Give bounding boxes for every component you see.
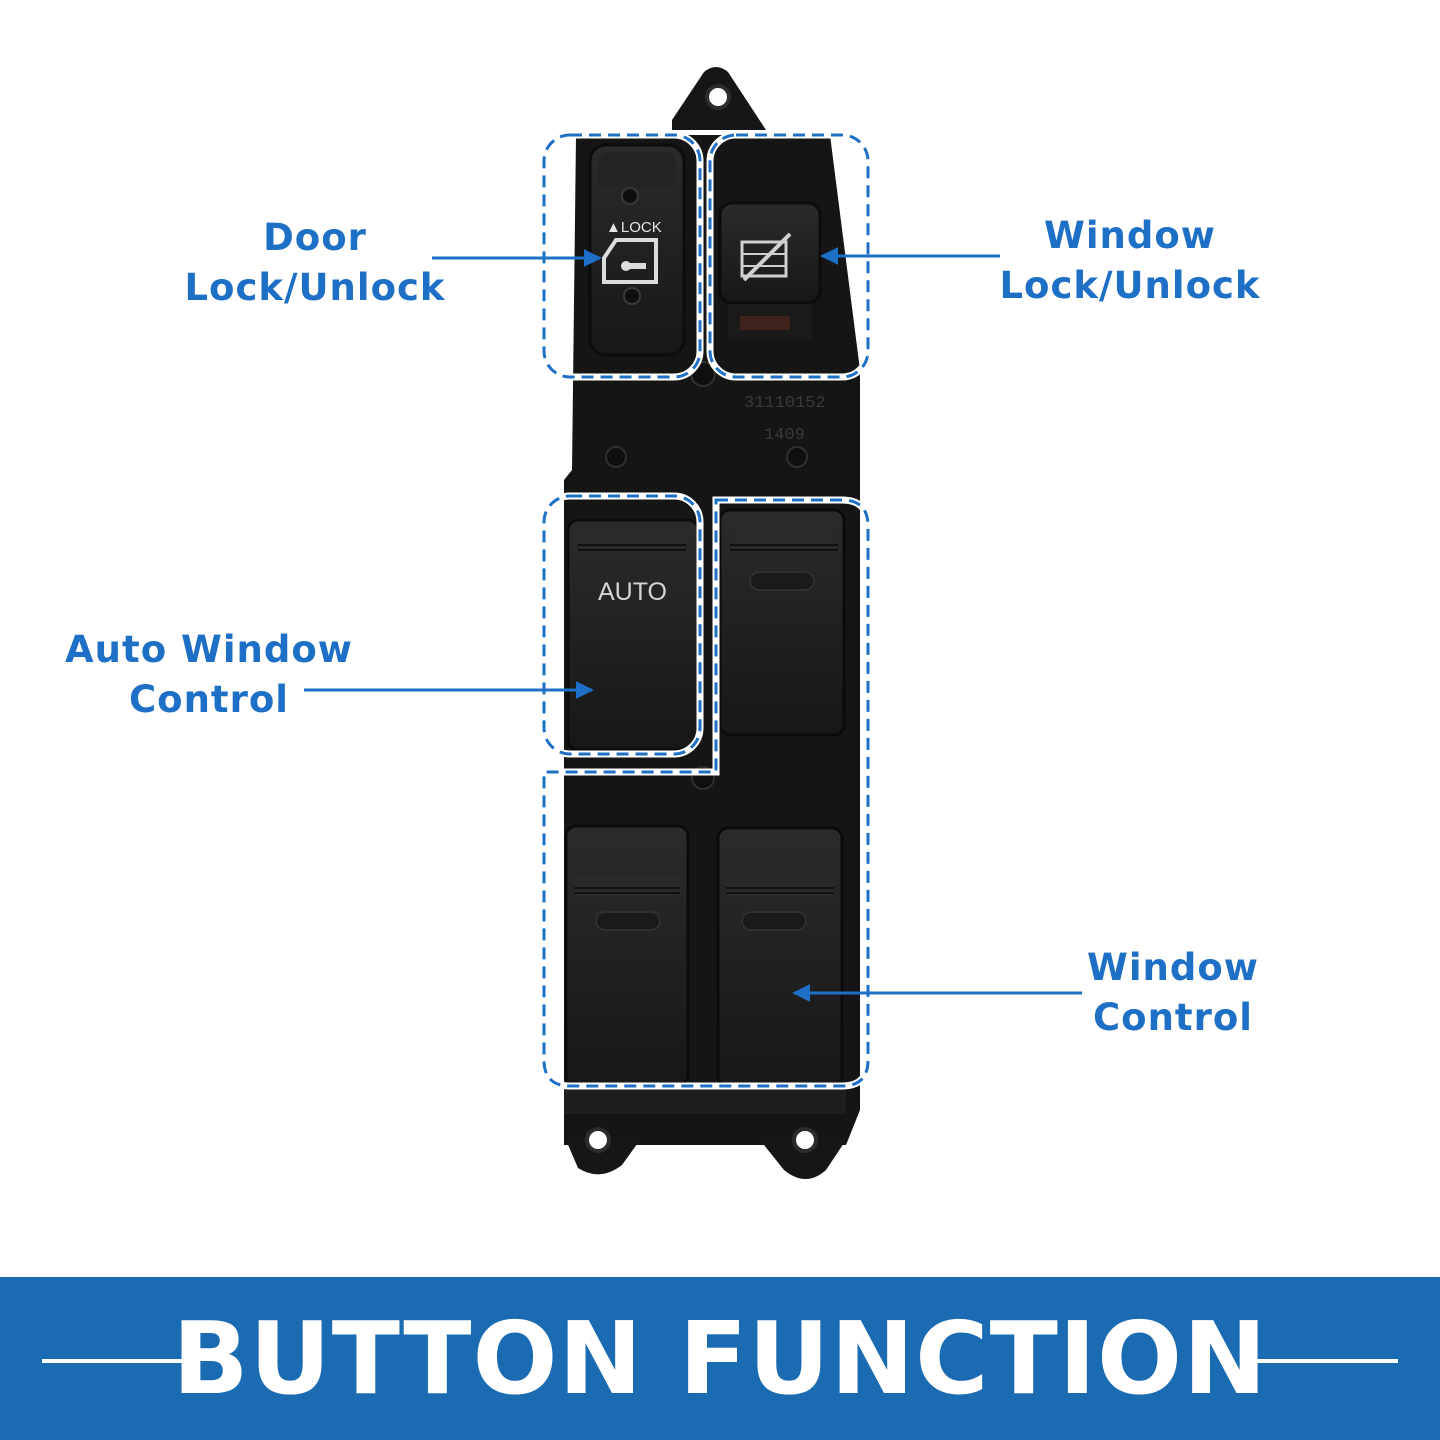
mounting-tab-bottom-left <box>566 1140 640 1175</box>
auto-window-switch <box>566 518 700 752</box>
mounting-hole-bottom-left <box>585 1127 611 1153</box>
auto-window-highlight <box>542 494 702 756</box>
auto-window-callout: Auto Window Control <box>54 625 364 725</box>
auto-window-callout-line2: Control <box>129 678 289 721</box>
door-lock-callout-line1: Door <box>263 216 367 259</box>
mounting-hole-bottom-right <box>792 1127 818 1153</box>
door-lock-icon <box>602 238 658 284</box>
passenger-window-switch <box>718 508 846 737</box>
title-banner: BUTTON FUNCTION <box>0 1277 1440 1440</box>
banner-title: BUTTON FUNCTION <box>172 1300 1268 1417</box>
window-lock-callout: Window Lock/Unlock <box>990 211 1270 311</box>
window-control-callout-line1: Window <box>1087 946 1259 989</box>
banner-line-right <box>1252 1359 1398 1363</box>
mounting-hole-top <box>705 84 731 110</box>
window-lock-callout-line1: Window <box>1044 214 1216 257</box>
part-number: 31110152 <box>744 394 826 413</box>
window-lock-icon <box>740 232 792 282</box>
lock-label: ▲LOCK <box>606 219 662 236</box>
auto-label: AUTO <box>598 578 667 606</box>
window-switch-panel <box>304 67 1082 1179</box>
door-lock-highlight <box>542 133 702 379</box>
window-control-callout: Window Control <box>1078 943 1268 1043</box>
rear-right-window-switch <box>716 826 844 1088</box>
window-lock-callout-line2: Lock/Unlock <box>999 264 1261 307</box>
window-lock-highlight <box>708 133 870 379</box>
door-lock-callout: Door Lock/Unlock <box>170 213 460 313</box>
window-control-callout-line2: Control <box>1093 996 1253 1039</box>
mounting-tab-bottom-right <box>760 1140 846 1179</box>
auto-window-callout-line1: Auto Window <box>65 628 353 671</box>
banner-line-left <box>42 1359 196 1363</box>
window-control-highlight <box>542 498 870 1088</box>
date-code: 1409 <box>764 426 805 445</box>
rear-left-window-switch <box>564 824 690 1088</box>
door-lock-callout-line2: Lock/Unlock <box>184 266 446 309</box>
